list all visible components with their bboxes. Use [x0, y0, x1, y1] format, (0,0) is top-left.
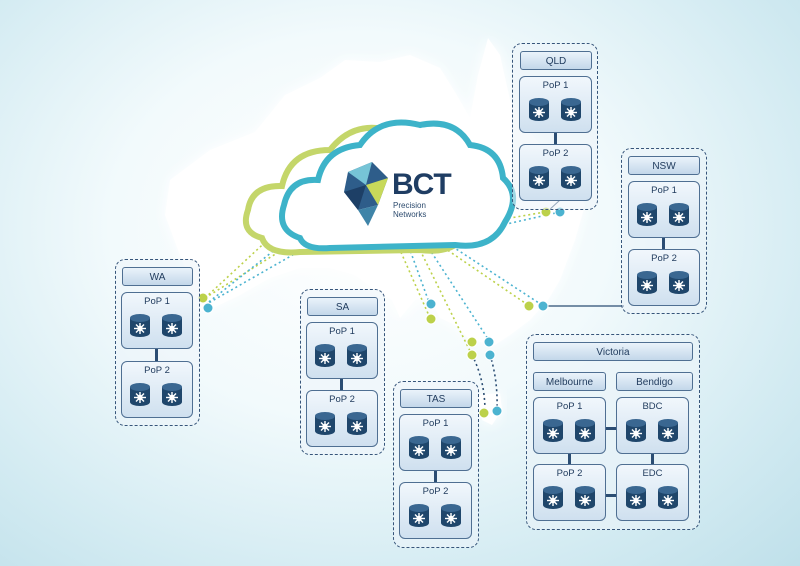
router-icon [129, 382, 151, 407]
router-icon [528, 97, 550, 122]
pop-card: PoP 2 [628, 249, 700, 306]
pop-card: BDC [616, 397, 689, 454]
router-icon [408, 503, 430, 528]
region-wa-title: WA [122, 267, 193, 286]
router-icon [574, 485, 596, 510]
router-icon [542, 418, 564, 443]
region-nsw-title: NSW [628, 156, 700, 175]
router-icon [528, 165, 550, 190]
pop-link [554, 133, 557, 144]
pop-card: PoP 2 [533, 464, 606, 521]
subregion-bendigo-title: Bendigo [616, 372, 693, 391]
region-tas-title: TAS [400, 389, 472, 408]
router-icon [625, 418, 647, 443]
router-icon [560, 97, 582, 122]
router-icon [668, 270, 690, 295]
router-icon [542, 485, 564, 510]
router-icon [668, 202, 690, 227]
router-icon [657, 485, 679, 510]
pop-link [606, 427, 616, 430]
pop-link [434, 471, 437, 482]
router-icon [574, 418, 596, 443]
router-icon [129, 313, 151, 338]
region-sa-title: SA [307, 297, 378, 316]
pop-link [155, 349, 158, 361]
pop-card: PoP 1 [121, 292, 193, 349]
router-icon [636, 270, 658, 295]
pop-link [651, 454, 654, 464]
pop-card: PoP 1 [519, 76, 592, 133]
pop-card: PoP 1 [628, 181, 700, 238]
subregion-melbourne-title: Melbourne [533, 372, 606, 391]
pop-card: PoP 2 [306, 390, 378, 447]
pop-card: PoP 1 [533, 397, 606, 454]
router-icon [625, 485, 647, 510]
region-victoria-title: Victoria [533, 342, 693, 361]
router-icon [440, 435, 462, 460]
router-icon [560, 165, 582, 190]
bct-logo-text: BCT [392, 168, 452, 201]
cloud-front [279, 119, 516, 252]
link-endpoints [197, 206, 566, 419]
region-qld-title: QLD [520, 51, 592, 70]
pop-link [340, 379, 343, 390]
pop-link [568, 454, 571, 464]
pop-card: PoP 1 [399, 414, 472, 471]
bct-logo-mark [344, 162, 388, 226]
router-icon [314, 411, 336, 436]
router-icon [408, 435, 430, 460]
pop-link [606, 494, 616, 497]
pop-card: PoP 2 [399, 482, 472, 539]
router-icon [161, 313, 183, 338]
router-icon [657, 418, 679, 443]
pop-link [662, 238, 665, 249]
router-icon [346, 411, 368, 436]
pop-card: PoP 1 [306, 322, 378, 379]
pop-card: EDC [616, 464, 689, 521]
router-icon [346, 343, 368, 368]
router-icon [636, 202, 658, 227]
pop-card: PoP 2 [519, 144, 592, 201]
router-icon [314, 343, 336, 368]
bct-logo-tagline: Precision Networks [393, 201, 427, 219]
pop-card: PoP 2 [121, 361, 193, 418]
router-icon [440, 503, 462, 528]
router-icon [161, 382, 183, 407]
